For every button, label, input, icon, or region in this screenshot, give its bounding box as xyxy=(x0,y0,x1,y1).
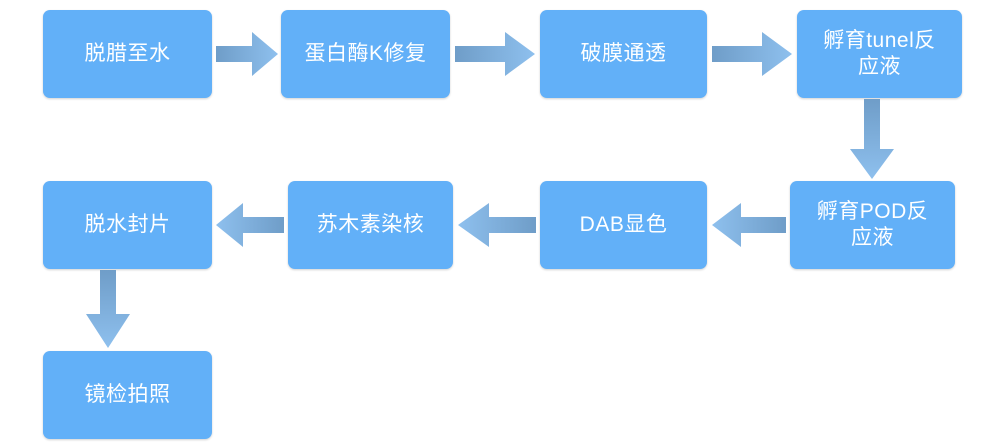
flow-node-label-line2: 应液 xyxy=(858,55,901,78)
flow-node-proteinase-k[interactable]: 蛋白酶K修复 xyxy=(281,10,450,98)
flow-node-label-line1: 孵育POD反 xyxy=(816,199,929,223)
flow-arrow-right-1 xyxy=(216,29,278,79)
flow-arrow-right-2 xyxy=(455,29,535,79)
flow-node-microscopy-photo[interactable]: 镜检拍照 xyxy=(43,351,212,439)
flow-arrow-down-1 xyxy=(847,99,897,179)
flow-node-incubate-tunel[interactable]: 孵育tunel反 应液 xyxy=(797,10,962,98)
flow-node-incubate-pod[interactable]: 孵育POD反 应液 xyxy=(790,181,955,269)
flow-node-label-line2: 应液 xyxy=(851,226,894,249)
flow-arrow-right-3 xyxy=(712,29,792,79)
flow-arrow-left-2 xyxy=(458,200,536,250)
flow-node-dehydrate-mount[interactable]: 脱水封片 xyxy=(43,181,212,269)
flow-arrow-left-3 xyxy=(216,200,284,250)
flow-node-label: 破膜通透 xyxy=(580,41,667,65)
flow-node-hematoxylin-stain[interactable]: 苏木素染核 xyxy=(288,181,453,269)
flow-arrow-down-2 xyxy=(83,270,133,348)
flow-node-label-line1: 孵育tunel反 xyxy=(823,28,936,52)
flow-node-label: 镜检拍照 xyxy=(84,382,171,406)
flow-node-tuola-zhishui[interactable]: 脱腊至水 xyxy=(43,10,212,98)
flow-node-label-multiline: 孵育tunel反 应液 xyxy=(803,28,956,81)
flow-node-label: 苏木素染核 xyxy=(316,212,425,236)
flow-node-label: 蛋白酶K修复 xyxy=(304,41,427,65)
flow-node-label: 脱腊至水 xyxy=(84,41,171,65)
flow-node-dab-coloring[interactable]: DAB显色 xyxy=(540,181,707,269)
flow-node-label-multiline: 孵育POD反 应液 xyxy=(796,199,949,252)
flow-node-pomo-tongtou[interactable]: 破膜通透 xyxy=(540,10,707,98)
flow-node-label: DAB显色 xyxy=(579,212,668,236)
flow-arrow-left-1 xyxy=(712,200,786,250)
flow-node-label: 脱水封片 xyxy=(84,212,171,236)
